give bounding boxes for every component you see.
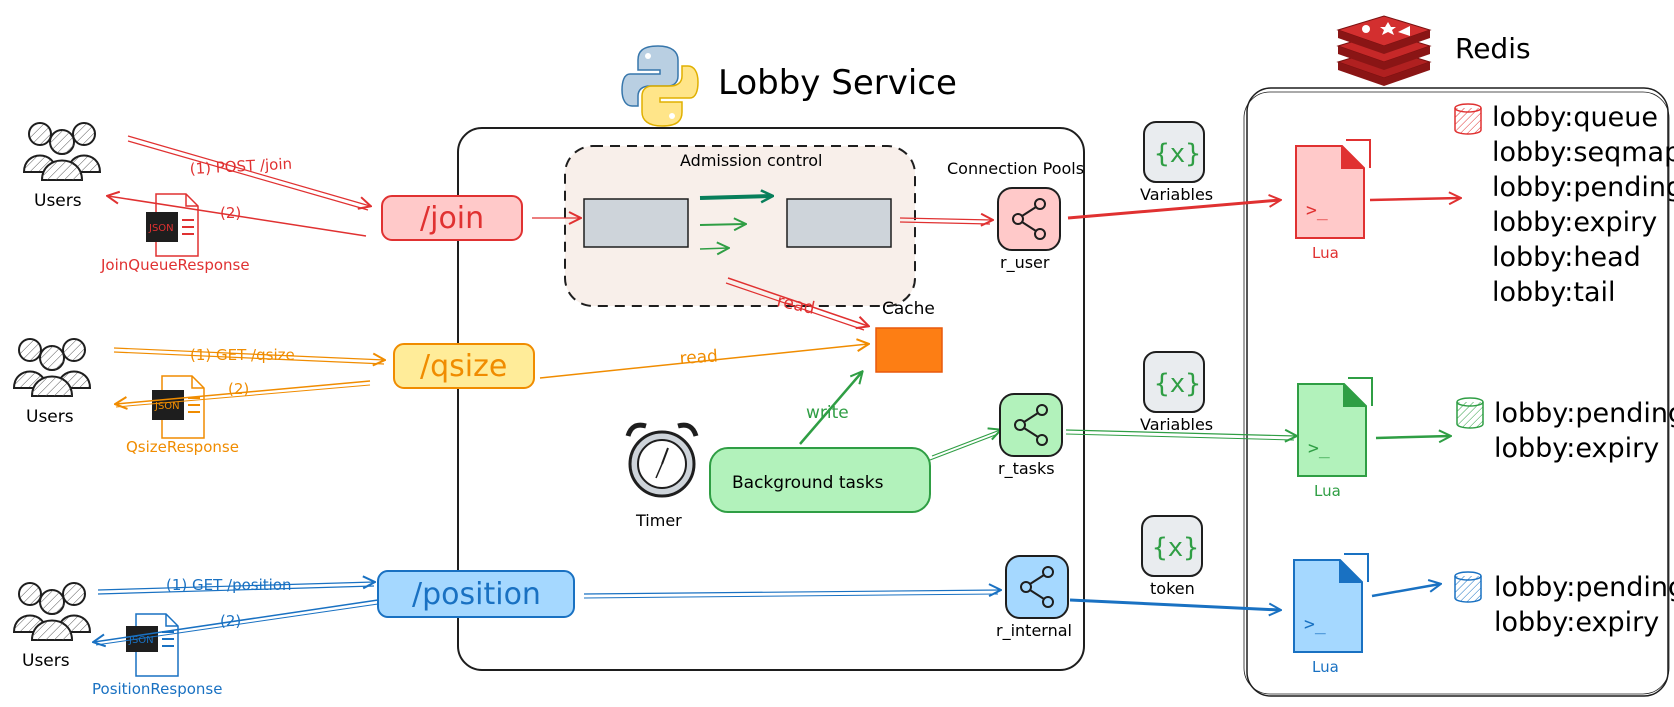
lua-script-red[interactable]: >_ Lua bbox=[1295, 139, 1371, 262]
position-request-label: (1) GET /position bbox=[166, 576, 292, 594]
svg-text:lobby:expiry: lobby:expiry bbox=[1494, 607, 1659, 638]
svg-text:lobby:pending: lobby:pending bbox=[1494, 572, 1674, 603]
svg-text:lobby:expiry: lobby:expiry bbox=[1494, 433, 1659, 464]
background-tasks-box bbox=[709, 447, 931, 513]
svg-text:lobby:expiry: lobby:expiry bbox=[1492, 207, 1657, 238]
timer-label: Timer bbox=[635, 511, 682, 530]
svg-text:{x}: {x} bbox=[1152, 533, 1199, 563]
join-response-type: JoinQueueResponse bbox=[100, 256, 250, 274]
variables-badge: {x} Variables bbox=[1140, 121, 1213, 204]
svg-text:/qsize: /qsize bbox=[420, 349, 507, 384]
position-response-type: PositionResponse bbox=[92, 680, 222, 698]
redis-logo-icon bbox=[1336, 15, 1432, 86]
endpoint-join[interactable] bbox=[381, 195, 523, 241]
users-label-position: Users bbox=[22, 651, 70, 671]
join-response-label: (2) bbox=[220, 204, 241, 222]
write-label: write bbox=[806, 403, 849, 423]
json-file-icon: JSON bbox=[152, 375, 205, 439]
svg-text:Variables: Variables bbox=[1140, 185, 1213, 204]
svg-text:>_: >_ bbox=[1308, 438, 1330, 459]
endpoint-qsize[interactable] bbox=[393, 343, 535, 389]
database-icon bbox=[1456, 397, 1484, 429]
svg-text:r_user: r_user bbox=[1000, 253, 1050, 273]
svg-text:lobby:queue: lobby:queue bbox=[1492, 102, 1658, 133]
admission-queue-left bbox=[583, 198, 689, 248]
svg-text:>_: >_ bbox=[1306, 200, 1328, 221]
timer-icon bbox=[625, 422, 699, 498]
share-icon bbox=[1020, 566, 1054, 608]
database-icon bbox=[1454, 103, 1482, 135]
svg-text:token: token bbox=[1150, 579, 1195, 598]
svg-text:lobby:tail: lobby:tail bbox=[1492, 277, 1616, 308]
variables-badge: {x} Variables bbox=[1140, 351, 1213, 434]
svg-text:lobby:seqmap: lobby:seqmap bbox=[1492, 137, 1674, 168]
admission-queue-right bbox=[786, 198, 892, 248]
users-label-join: Users bbox=[34, 191, 82, 211]
svg-text:lobby:pending: lobby:pending bbox=[1492, 172, 1674, 203]
json-file-icon: JSON bbox=[126, 613, 179, 677]
svg-text:r_tasks: r_tasks bbox=[998, 459, 1055, 479]
svg-text:{x}: {x} bbox=[1154, 139, 1201, 169]
pool-r-tasks[interactable]: r_tasks bbox=[998, 393, 1063, 479]
qsize-response-label: (2) bbox=[228, 380, 249, 398]
database-icon bbox=[1454, 571, 1482, 603]
service-title: Lobby Service bbox=[718, 63, 957, 103]
svg-text:Lua: Lua bbox=[1312, 244, 1339, 262]
share-icon bbox=[1012, 198, 1046, 240]
cache-box bbox=[875, 327, 943, 373]
svg-text:Variables: Variables bbox=[1140, 415, 1213, 434]
svg-text:JSON: JSON bbox=[148, 223, 174, 234]
lua-script-blue[interactable]: >_ Lua bbox=[1293, 553, 1369, 676]
users-icon bbox=[22, 122, 102, 181]
qsize-read-label: read bbox=[679, 346, 719, 369]
svg-text:{x}: {x} bbox=[1154, 369, 1201, 399]
redis-keys-red: lobby:queue lobby:seqmap lobby:pending l… bbox=[1492, 102, 1674, 308]
qsize-response-type: QsizeResponse bbox=[126, 438, 239, 456]
svg-text:>_: >_ bbox=[1304, 614, 1326, 635]
connection-pools-title: Connection Pools bbox=[947, 159, 1084, 178]
redis-keys-blue: lobby:pending lobby:expiry bbox=[1494, 572, 1674, 638]
redis-keys-green: lobby:pending lobby:expiry bbox=[1494, 398, 1674, 464]
users-icon bbox=[12, 582, 92, 641]
svg-text:Lua: Lua bbox=[1312, 658, 1339, 676]
svg-text:JSON: JSON bbox=[128, 635, 154, 646]
position-response-label: (2) bbox=[220, 612, 241, 630]
svg-text:lobby:head: lobby:head bbox=[1492, 242, 1641, 273]
pool-r-user[interactable]: r_user bbox=[997, 187, 1061, 273]
users-icon bbox=[12, 338, 92, 397]
lua-script-green[interactable]: >_ Lua bbox=[1297, 377, 1373, 500]
svg-text:/join: /join bbox=[420, 201, 484, 236]
redis-container bbox=[1246, 87, 1669, 697]
join-request-label: (1) POST /join bbox=[189, 155, 292, 178]
redis-title: Redis bbox=[1455, 32, 1531, 65]
cache-label: Cache bbox=[882, 299, 935, 319]
svg-text:/position: /position bbox=[412, 577, 541, 612]
pool-r-internal[interactable]: r_internal bbox=[996, 555, 1072, 641]
qsize-request-label: (1) GET /qsize bbox=[190, 346, 295, 364]
python-logo-icon bbox=[621, 45, 699, 127]
svg-text:Lua: Lua bbox=[1314, 482, 1341, 500]
service-container bbox=[457, 127, 1085, 671]
endpoint-position[interactable] bbox=[377, 570, 575, 618]
share-icon bbox=[1014, 404, 1048, 446]
admission-control-title: Admission control bbox=[680, 151, 822, 170]
token-badge: {x} token bbox=[1141, 515, 1203, 598]
json-file-icon: JSON bbox=[146, 193, 199, 257]
users-label-qsize: Users bbox=[26, 407, 74, 427]
svg-text:lobby:pending: lobby:pending bbox=[1494, 398, 1674, 429]
background-tasks-label: Background tasks bbox=[732, 473, 884, 493]
svg-text:JSON: JSON bbox=[154, 401, 180, 412]
svg-text:r_internal: r_internal bbox=[996, 621, 1072, 641]
